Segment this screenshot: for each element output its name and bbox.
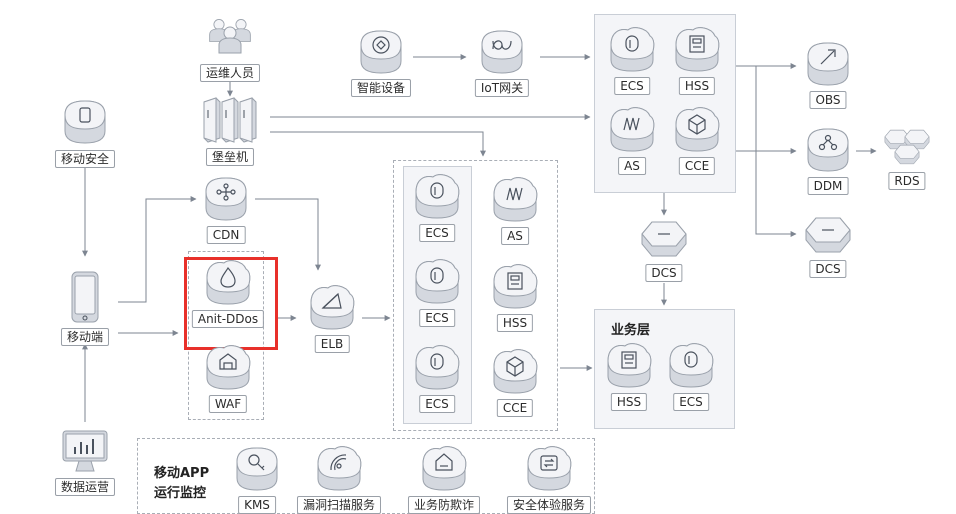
edge-cluster-to-dcs-right (755, 151, 797, 237)
node-label: 移动端 (60, 328, 110, 346)
edge-cdn-to-elb (255, 198, 321, 271)
node-label: RDS (888, 172, 926, 190)
shield-phone-icon (61, 99, 109, 151)
node-label: HSS (496, 314, 534, 332)
node-label: AS (501, 227, 529, 245)
edge-bastion-to-appgroup (270, 131, 486, 157)
node-label: OBS (809, 91, 847, 109)
ecs-icon (412, 258, 462, 310)
cache-icon (803, 209, 853, 261)
node-label: ECS (419, 309, 455, 327)
monitoring-title-line1: 移动APP (154, 466, 210, 481)
node-label: ECS (614, 77, 650, 95)
node-label: CCE (678, 157, 716, 175)
monitoring-title-line2: 运行监控 (154, 486, 207, 501)
monitor-icon (59, 425, 111, 479)
balancer-icon (307, 284, 357, 336)
node-label: IoT网关 (474, 79, 530, 97)
node-label: CDN (206, 226, 246, 244)
ddm-icon (803, 126, 853, 178)
node-label: HSS (610, 393, 648, 411)
phone-icon (67, 269, 103, 329)
device-icon (356, 28, 406, 80)
ecs-icon (607, 26, 657, 78)
app-layer-group (393, 160, 558, 431)
node-label: Anit-DDos (191, 310, 265, 328)
node-label: ELB (314, 335, 350, 353)
gateway-icon (477, 28, 527, 80)
ecs-icon (412, 173, 462, 225)
obs-icon (803, 40, 853, 92)
key-icon (232, 445, 282, 497)
radar-icon (314, 445, 364, 497)
node-label: KMS (238, 496, 276, 514)
hss-icon (490, 263, 540, 315)
node-label: DDM (807, 177, 849, 195)
cce-icon (490, 348, 540, 400)
edge-mobile-to-cdn (118, 196, 197, 303)
rds-icon (877, 123, 937, 173)
business-layer-title: 业务层 (611, 323, 651, 338)
node-label: ECS (673, 393, 709, 411)
node-label: CCE (496, 399, 534, 417)
node-label: 智能设备 (350, 79, 412, 97)
node-label: AS (618, 157, 646, 175)
exchange-icon (524, 445, 574, 497)
node-label: ECS (419, 224, 455, 242)
firewall-icon (203, 344, 253, 396)
node-label: 安全体验服务 (506, 496, 592, 514)
hss-icon (604, 342, 654, 394)
people-icon (202, 11, 258, 65)
node-label: 数据运营 (54, 478, 116, 496)
node-label: 运维人员 (199, 64, 261, 82)
node-label: WAF (208, 395, 248, 413)
as-icon (490, 176, 540, 228)
node-label: 堡垒机 (205, 148, 255, 166)
hss-icon (672, 26, 722, 78)
node-label: ECS (419, 395, 455, 413)
node-label: 漏洞扫描服务 (296, 496, 382, 514)
node-label: HSS (678, 77, 716, 95)
drop-icon (203, 259, 253, 311)
ecs-icon (666, 342, 716, 394)
ecs-icon (412, 344, 462, 396)
network-icon (201, 175, 251, 227)
node-label: 移动安全 (54, 150, 116, 168)
node-label: DCS (645, 264, 683, 282)
servers-icon (195, 95, 265, 149)
as-icon (607, 106, 657, 158)
cce-icon (672, 106, 722, 158)
fraud-icon (419, 445, 469, 497)
node-label: DCS (809, 260, 847, 278)
cache-icon (639, 213, 689, 265)
node-label: 业务防欺诈 (407, 496, 481, 514)
access-layer-group (188, 251, 264, 420)
